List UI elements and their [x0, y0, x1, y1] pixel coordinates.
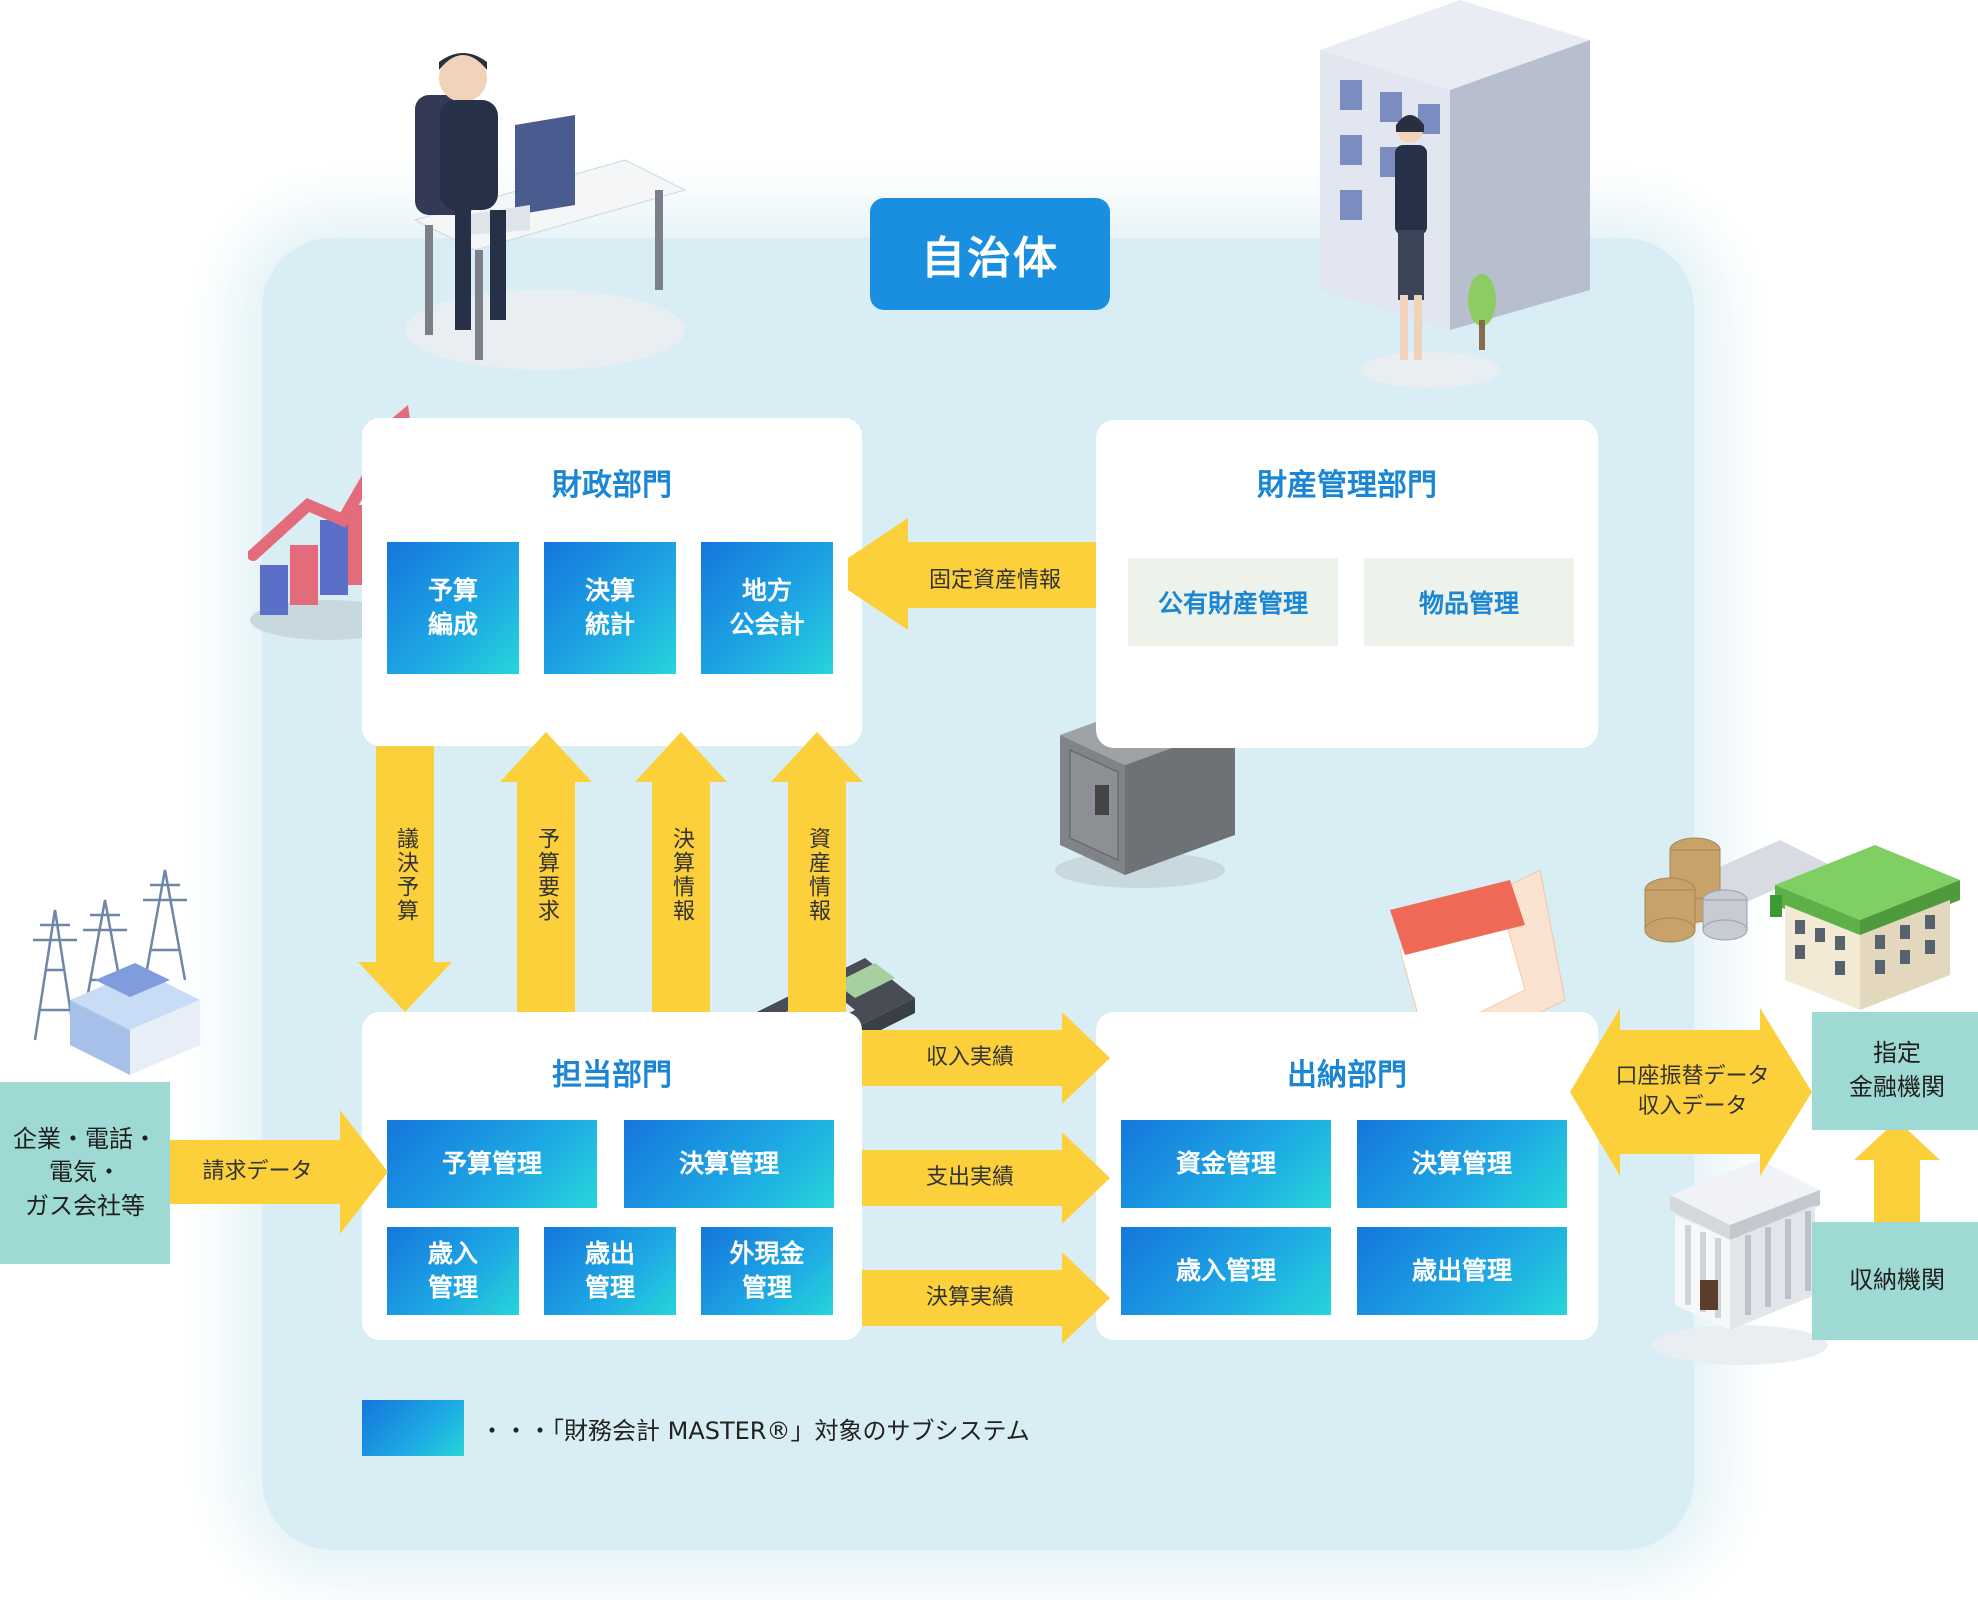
subsystem-kessan-tokei: 決算 統計: [544, 542, 676, 674]
label-shisan-joho: 資産情報: [805, 827, 830, 923]
subsystem-yosan-hensei: 予算 編成: [387, 542, 519, 674]
ext-kigyo: 企業・電話・ 電気・ ガス会社等: [0, 1082, 170, 1264]
label-kotei: 固定資産情報: [928, 568, 1061, 594]
subsystem-suito-sainyu-kanri: 歳入管理: [1121, 1227, 1331, 1315]
suito-title: 出納部門: [1287, 1058, 1407, 1093]
subsystem-yosan-kanri: 予算管理: [387, 1120, 597, 1208]
legend-swatch: [362, 1400, 464, 1456]
temple-building-icon: [1652, 1160, 1828, 1365]
subsystem-kessan-kanri: 決算管理: [624, 1120, 834, 1208]
label-koza: 口座振替データ 収入データ: [1615, 1064, 1770, 1119]
safe-icon: [1055, 695, 1235, 888]
arrow-kessan-jisseki: [862, 1252, 1110, 1344]
subsystem-sainyu-kanri: 歳入 管理: [387, 1227, 519, 1315]
arrow-giketsu: [358, 746, 452, 1012]
subsystem-saishutsu-kanri: 歳出 管理: [544, 1227, 676, 1315]
coins-icon: [1644, 837, 1830, 943]
label-kessan-joho: 決算情報: [669, 827, 694, 923]
arrow-kotei: [848, 518, 1096, 630]
power-tower-icon: [33, 869, 200, 1075]
subsystem-chiho-kokaikei: 地方 公会計: [701, 542, 833, 674]
ext-shuno: 収納機関: [1812, 1222, 1978, 1340]
arrow-seikyu: [170, 1110, 388, 1234]
label-giketsu: 議決予算: [393, 827, 418, 923]
page-title: 自治体: [870, 198, 1110, 310]
zaisan-title: 財産管理部門: [1257, 468, 1437, 503]
label-yosan-yokyu: 予算要求: [534, 827, 559, 923]
office-building-icon: [1320, 0, 1590, 388]
arrow-kessan-joho: [635, 732, 727, 1012]
suito-panel: 出納部門 資金管理 決算管理 歳入管理 歳出管理: [1096, 1012, 1598, 1340]
label-seikyu: 請求データ: [202, 1159, 313, 1185]
ext-shitei-kinyu: 指定 金融機関: [1812, 1012, 1978, 1130]
arrow-shisan-joho: [771, 732, 863, 1012]
subsystem-gaigenkin-kanri: 外現金 管理: [701, 1227, 833, 1315]
arrow-shishutsu: [862, 1132, 1110, 1224]
label-shishutsu: 支出実績: [925, 1165, 1014, 1191]
label-shunyu: 収入実績: [925, 1045, 1014, 1071]
subsystem-suito-kessan-kanri: 決算管理: [1357, 1120, 1567, 1208]
tanto-title: 担当部門: [552, 1058, 672, 1093]
subsystem-koyu-zaisan: 公有財産管理: [1128, 558, 1338, 646]
arrow-koza: [1570, 1008, 1812, 1176]
arrow-yosan-yokyu: [500, 732, 592, 1012]
bank-building-icon: [1770, 845, 1960, 1010]
legend-text: ・・・「財務会計 MASTER®」対象のサブシステム: [480, 1416, 1030, 1445]
zaisan-panel: 財産管理部門 公有財産管理 物品管理: [1096, 420, 1598, 748]
tanto-panel: 担当部門 予算管理 決算管理 歳入 管理 歳出 管理 外現金 管理: [362, 1012, 862, 1340]
person-at-desk-icon: [405, 53, 687, 370]
subsystem-suito-saishutsu-kanri: 歳出管理: [1357, 1227, 1567, 1315]
arrow-shunyu: [862, 1012, 1110, 1104]
subsystem-shikin-kanri: 資金管理: [1121, 1120, 1331, 1208]
zaisei-panel: 財政部門 予算 編成 決算 統計 地方 公会計: [362, 418, 862, 746]
label-kessan-jisseki: 決算実績: [925, 1285, 1014, 1311]
zaisei-title: 財政部門: [552, 468, 672, 503]
subsystem-buppin: 物品管理: [1364, 558, 1574, 646]
